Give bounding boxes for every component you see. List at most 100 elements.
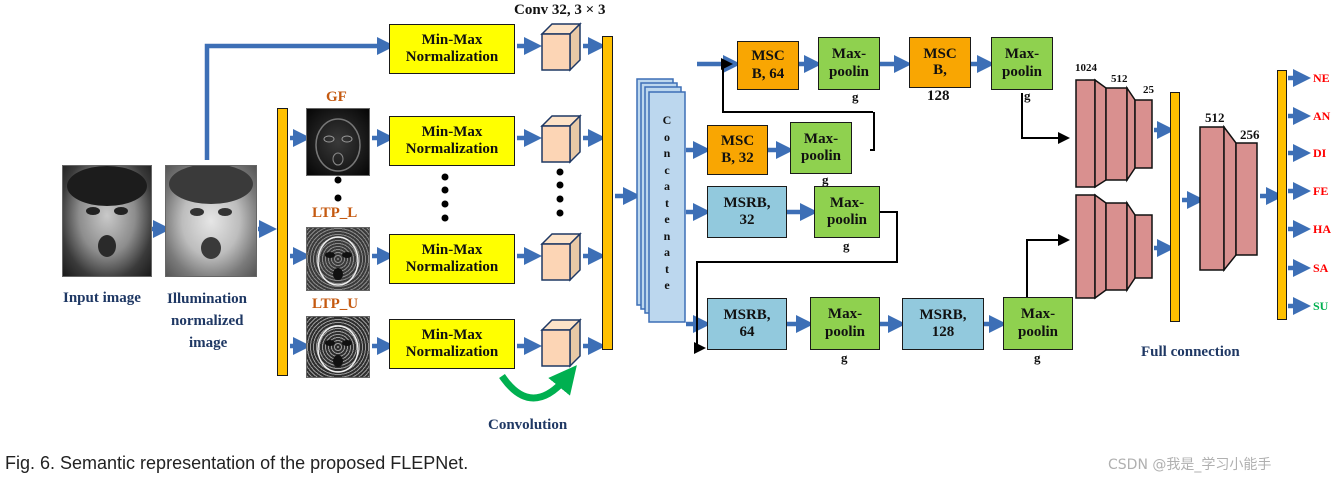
input-image-label: Input image: [63, 290, 141, 306]
mscb-32-line1: MSC: [720, 132, 755, 149]
msrb-32-line1: MSRB,: [723, 194, 771, 211]
mscb-128-line2: B,: [933, 61, 947, 78]
pool-line2: poolin: [828, 63, 870, 80]
illumination-label-line3: image: [189, 335, 228, 351]
norm-line2: Normalization: [405, 259, 499, 275]
concat-letter: t: [665, 195, 669, 210]
concat-letter: t: [665, 261, 669, 276]
maxpooling-block: Max-poolin: [818, 37, 880, 90]
pool-g: g: [1034, 350, 1041, 365]
fc-512-label: 512: [1111, 73, 1128, 85]
pool-line1: Max-: [1004, 46, 1040, 63]
msrb-128-block: MSRB,128: [902, 298, 984, 350]
pool-g: g: [843, 238, 850, 253]
msrb-128-line2: 128: [931, 324, 955, 340]
mscb-64-line1: MSC: [751, 48, 785, 65]
vertical-ellipsis-conv: [555, 168, 565, 218]
fc-final-layers: [1199, 124, 1258, 273]
gf-label: GF: [326, 89, 347, 105]
maxpooling-block: Max-poolin: [790, 122, 852, 174]
black-connectors: [694, 58, 1070, 354]
msrb-64-block: MSRB,64: [707, 298, 787, 350]
output-label-ne: NE: [1313, 71, 1330, 85]
concat-letter: c: [664, 162, 670, 177]
ltp-u-label: LTP_U: [312, 296, 359, 312]
conv-cube: [540, 114, 584, 164]
figure-caption: Fig. 6. Semantic representation of the p…: [5, 453, 469, 473]
norm-line2: Normalization: [405, 49, 499, 65]
pool-g: g: [822, 172, 829, 187]
fc-256-label: 256: [1240, 127, 1260, 142]
output-label-su: SU: [1313, 299, 1329, 313]
norm-line2: Normalization: [405, 344, 499, 360]
conv-title: Conv 32, 3 × 3: [514, 2, 606, 18]
pool-g: g: [841, 350, 848, 365]
mscb-64-line2: B, 64: [751, 65, 785, 82]
norm-line1: Min-Max: [421, 31, 483, 48]
pool-line2: poolin: [1017, 323, 1059, 340]
ltp-l-label: LTP_L: [312, 205, 358, 221]
concat-letter: e: [664, 212, 670, 226]
pool-line1: Max-: [829, 194, 865, 211]
output-label-an: AN: [1313, 109, 1331, 123]
fc-512b-label: 512: [1205, 110, 1225, 125]
output-label-di: DI: [1313, 146, 1327, 160]
concat-letter: n: [663, 228, 671, 243]
pool-line1: Max-: [831, 46, 867, 63]
maxpooling-block: Max-poolin: [991, 37, 1053, 90]
conv-cube: [540, 22, 584, 72]
pool-g: g: [1024, 88, 1031, 103]
ltp-u-filtered-image: [306, 316, 370, 378]
illumination-label-line1: Illumination: [167, 291, 248, 307]
blue-arrows: [152, 37, 1311, 355]
vertical-ellipsis-filters: [334, 176, 342, 206]
concat-letter: n: [663, 146, 671, 160]
mscb-32-line2: B, 32: [721, 150, 754, 166]
illumination-label-line2: normalized: [171, 313, 244, 329]
pool-line2: poolin: [824, 323, 866, 340]
fc-1024-label: 1024: [1075, 62, 1097, 74]
norm-line1: Min-Max: [421, 123, 483, 140]
concatenate-stack: [636, 78, 688, 324]
convolution-label: Convolution: [488, 417, 568, 433]
mscb-128-line3: 128: [927, 88, 950, 104]
norm-line1: Min-Max: [421, 241, 483, 258]
illumination-face-image: [165, 165, 257, 277]
conv-cube: [540, 232, 584, 282]
norm-line2: Normalization: [405, 141, 499, 157]
fc-merge-bar: [1170, 92, 1180, 322]
pool-line1: Max-: [803, 130, 839, 147]
msrb-64-line2: 64: [739, 324, 755, 340]
maxpooling-block: Max-poolin: [814, 186, 880, 238]
gf-filtered-image: [306, 108, 370, 176]
maxpooling-block: Max-poolin: [1003, 297, 1073, 350]
watermark: CSDN @我是_学习小能手: [1108, 457, 1272, 473]
conv-merge-bar: [602, 36, 613, 350]
fc-funnel-bottom: [1075, 193, 1153, 300]
pool-line2: poolin: [800, 148, 842, 164]
filter-merge-bar: [277, 108, 288, 376]
maxpooling-block: Max-poolin: [810, 297, 880, 350]
ltp-l-filtered-image: [306, 227, 370, 291]
concat-letter: e: [664, 278, 670, 292]
norm-line1: Min-Max: [421, 326, 483, 343]
output-bar: [1277, 70, 1287, 320]
pool-line1: Max-: [1020, 306, 1056, 323]
pool-line2: poolin: [826, 212, 868, 228]
pool-g: g: [852, 89, 859, 104]
msrb-128-line1: MSRB,: [919, 306, 967, 323]
input-face-image: [62, 165, 152, 277]
fc-25-label: 25: [1143, 84, 1154, 96]
full-connection-label: Full connection: [1141, 344, 1240, 360]
fc-funnel-top: [1075, 78, 1153, 189]
output-label-fe: FE: [1313, 184, 1329, 198]
